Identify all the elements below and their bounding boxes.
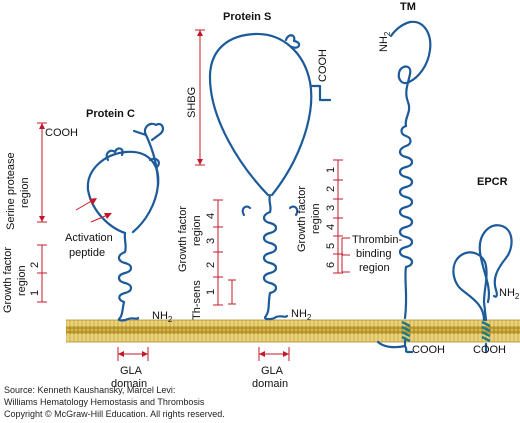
- tm-chain: [376, 20, 432, 354]
- serine-protease-label-1: Serine protease: [5, 152, 17, 230]
- protein-s-growth-num-2: 2: [205, 262, 217, 268]
- tm-transmembrane-helix: [401, 320, 411, 343]
- serine-protease-bracket: [37, 122, 47, 223]
- protein-s-gla-label-2: domain: [252, 378, 288, 390]
- tm-growth-num-6: 6: [325, 262, 337, 268]
- source-line-3: Copyright © McGraw-Hill Education. All r…: [4, 409, 225, 419]
- tm-title: TM: [400, 1, 416, 13]
- protein-c-gla-label-1: GLA: [120, 365, 143, 377]
- protein-s-growth-num-1: 1: [205, 289, 217, 295]
- activation-peptide-arrows: [75, 198, 112, 223]
- protein-s-growth-label-1: Growth factor: [177, 206, 189, 272]
- epcr-title: EPCR: [477, 176, 508, 188]
- th-sens-bracket: [228, 279, 236, 305]
- epcr-transmembrane-helix: [481, 320, 491, 343]
- thrombin-binding-label-2: binding: [356, 248, 391, 260]
- protein-c-gla-arrow: [117, 347, 149, 361]
- protein-s-title: Protein S: [223, 11, 271, 23]
- tm-growth-num-1: 1: [325, 167, 337, 173]
- source-line-2: Williams Hematology Hemostasis and Throm…: [4, 397, 205, 407]
- protein-s-growth-num-3: 3: [205, 238, 217, 244]
- protein-c-gla-label-2: domain: [111, 378, 147, 390]
- protein-c-growth-label-2: region: [16, 265, 28, 296]
- shbg-label: SHBG: [186, 87, 198, 118]
- protein-c-growth-num-2: 2: [29, 262, 41, 268]
- cell-membrane: [66, 319, 520, 343]
- th-sens-label: Th-sens: [191, 280, 203, 320]
- protein-s-growth-num-4: 4: [205, 213, 217, 219]
- protein-c-chain: [86, 122, 165, 322]
- source-credit: Source: Kenneth Kaushansky, Marcel Levi:…: [4, 384, 225, 420]
- thrombin-binding-bracket: [341, 237, 350, 273]
- protein-s-growth-label-2: region: [191, 215, 203, 246]
- activation-peptide-label-1: Activation: [65, 232, 113, 244]
- protein-c-nh2: NH2: [152, 310, 173, 324]
- tm-growth-num-3: 3: [325, 205, 337, 211]
- protein-c-growth-num-1: 1: [29, 290, 41, 296]
- tm-growth-num-2: 2: [325, 186, 337, 192]
- tm-nh2: NH2: [378, 31, 392, 52]
- protein-s-gla-arrow: [258, 347, 290, 361]
- protein-s-cooh: COOH: [317, 49, 329, 82]
- thrombin-binding-label-3: region: [359, 262, 390, 274]
- protein-s-nh2: NH2: [291, 308, 312, 322]
- epcr-chain: [452, 224, 513, 354]
- protein-c-growth-bracket: [37, 244, 47, 303]
- protein-s-gla-label-1: GLA: [261, 365, 284, 377]
- source-line-1: Source: Kenneth Kaushansky, Marcel Levi:: [4, 385, 176, 395]
- thrombin-binding-label-1: Thrombin-: [352, 234, 402, 246]
- epcr-cooh: COOH: [473, 344, 506, 356]
- tm-growth-label-2: region: [310, 203, 322, 234]
- epcr-nh2: NH2: [499, 287, 520, 301]
- protein-s-chain: [208, 32, 332, 321]
- serine-protease-label-2: region: [19, 177, 31, 208]
- tm-growth-num-4: 4: [325, 224, 337, 230]
- protein-s-growth-bracket: [213, 199, 223, 306]
- shbg-bracket: [195, 29, 205, 166]
- tm-growth-num-5: 5: [325, 243, 337, 249]
- protein-c-growth-label-1: Growth factor: [2, 247, 14, 313]
- tm-growth-bracket: [333, 159, 343, 274]
- tm-growth-label-1: Growth factor: [296, 186, 308, 252]
- protein-c-title: Protein C: [86, 108, 135, 120]
- activation-peptide-label-2: peptide: [69, 247, 105, 259]
- protein-c-cooh: COOH: [45, 127, 78, 139]
- tm-cooh: COOH: [412, 344, 445, 356]
